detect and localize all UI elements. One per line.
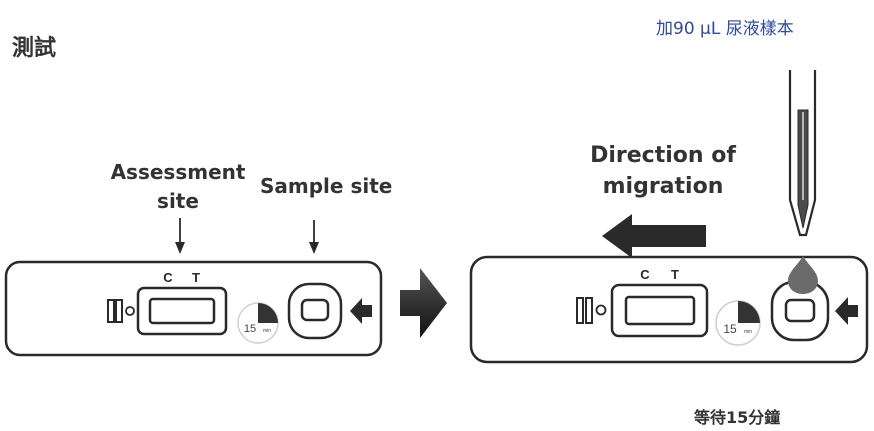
t-marker: T xyxy=(671,267,679,282)
assessment-site-label: Assessment site xyxy=(111,158,246,216)
sample-site-label: Sample site xyxy=(260,174,393,198)
t-marker: T xyxy=(192,270,200,285)
assessment-site-label-line1: Assessment xyxy=(110,160,246,184)
direction-of-migration-label: Direction of migration xyxy=(590,140,736,202)
timer-text: 15 xyxy=(723,322,737,336)
flow-arrow-icon xyxy=(350,298,372,324)
urine-drop-icon xyxy=(788,256,818,294)
assessment-window xyxy=(610,283,709,338)
pipette-icon xyxy=(788,70,817,237)
wait-label: 等待15分鐘 xyxy=(694,408,781,427)
assessment-pointer-arrow xyxy=(175,218,185,254)
c-marker: C xyxy=(640,267,650,282)
c-marker: C xyxy=(163,270,173,285)
migration-direction-arrow-icon xyxy=(602,214,706,258)
sample-well xyxy=(287,282,343,340)
next-step-arrow-icon xyxy=(400,268,447,338)
timer-unit: min xyxy=(744,329,752,335)
direction-label-line1: Direction of xyxy=(590,143,736,168)
assessment-site-label-line2: site xyxy=(157,189,199,213)
test-cassette-before: C T 15 min xyxy=(4,260,383,357)
direction-label-line2: migration xyxy=(602,174,724,199)
timer-unit: min xyxy=(263,328,271,334)
timer-icon: 15 min xyxy=(715,300,761,346)
timer-icon: 15 min xyxy=(237,302,279,344)
timer-text: 15 xyxy=(244,323,256,335)
page-title: 測試 xyxy=(12,36,57,61)
handle-grip-icon xyxy=(107,299,115,323)
flow-arrow-icon xyxy=(835,297,858,325)
instruction-label: 加90 µL 尿液樣本 xyxy=(656,19,794,39)
sample-pointer-arrow xyxy=(309,220,319,254)
handle-grip-icon xyxy=(576,297,584,324)
assessment-window xyxy=(136,286,228,336)
